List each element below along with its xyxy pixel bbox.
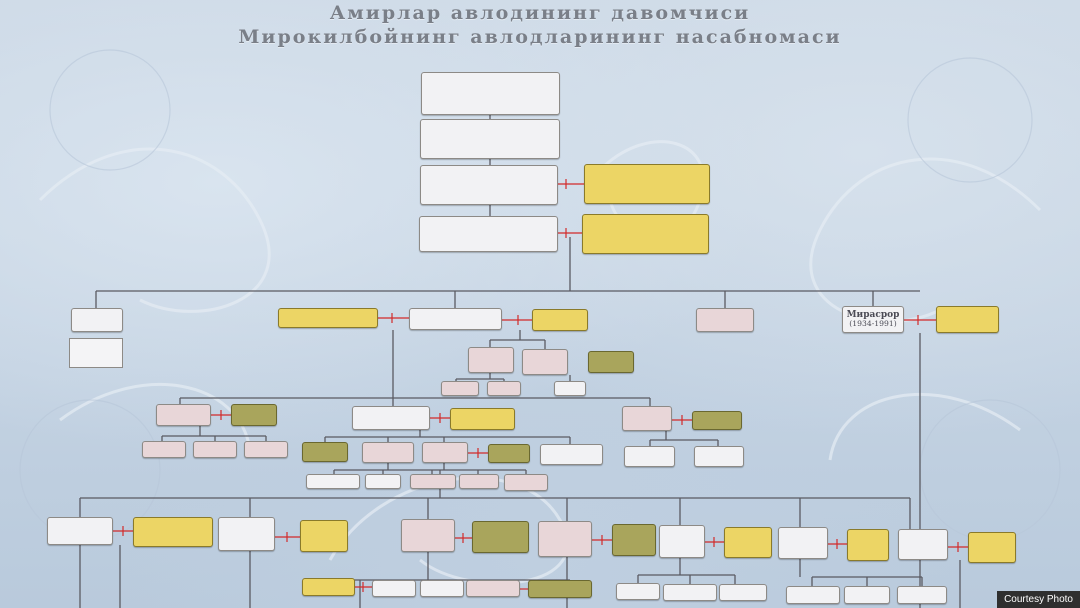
person-box: [622, 406, 672, 431]
person-box: [218, 517, 275, 551]
person-box: [410, 474, 456, 489]
person-box: [778, 527, 828, 559]
person-box: [468, 347, 514, 373]
person-box: [47, 517, 113, 545]
ancestor-box-3: [420, 165, 558, 205]
person-box: [401, 519, 455, 552]
spouse-box: [133, 517, 213, 547]
person-box: [504, 474, 548, 491]
spouse-box: [528, 580, 592, 598]
spouse-box: [302, 442, 348, 462]
person-box: [244, 441, 288, 458]
person-box: [898, 529, 948, 560]
spouse-box: [847, 529, 889, 561]
person-box: [786, 586, 840, 604]
person-box: [897, 586, 947, 604]
spouse-box: [612, 524, 656, 556]
spouse-box: [692, 411, 742, 430]
person-box: [142, 441, 186, 458]
person-box: [522, 349, 568, 375]
spouse-box: [450, 408, 515, 430]
spouse-box: [588, 351, 634, 373]
person-box: [422, 442, 468, 463]
spouse-box: [936, 306, 999, 333]
ancestor-box-1: [421, 72, 560, 115]
person-box: [441, 381, 479, 396]
poster-title-line-2: Мирокилбойнинг авлодларининг насабномаси: [238, 26, 842, 48]
person-box: [306, 474, 360, 489]
person-box: [372, 580, 416, 597]
person-box: [409, 308, 502, 330]
person-box: [663, 584, 717, 601]
person-box: [459, 474, 499, 489]
spouse-box: [231, 404, 277, 426]
person-box: [466, 580, 520, 597]
spouse-box: [724, 527, 772, 558]
person-box: [352, 406, 430, 430]
person-box: [696, 308, 754, 332]
ancestor-box-4: [419, 216, 558, 252]
person-box: [420, 580, 464, 597]
person-box: [616, 583, 660, 600]
spouse-box: [278, 308, 378, 328]
person-box: [365, 474, 401, 489]
person-box: [624, 446, 675, 467]
person-box: [844, 586, 890, 604]
person-box: [540, 444, 603, 465]
person-box: [538, 521, 592, 557]
person-box: [193, 441, 237, 458]
person-box: [362, 442, 414, 463]
person-box: [554, 381, 586, 396]
note-card: [69, 338, 123, 368]
spouse-box: [300, 520, 348, 552]
spouse-box: [532, 309, 588, 331]
person-box: [719, 584, 767, 601]
spouse-box: [472, 521, 529, 553]
person-box: [659, 525, 705, 558]
poster-title-line-1: Амирлар авлодининг давомчиси: [329, 2, 751, 24]
person-box: [694, 446, 744, 467]
spouse-box: [488, 444, 530, 463]
person-box: [156, 404, 211, 426]
ancestor-box-2: [420, 119, 560, 159]
person-box: [487, 381, 521, 396]
spouse-box: [968, 532, 1016, 563]
ancestor-spouse-box-3: [584, 164, 710, 204]
spouse-box: [302, 578, 355, 596]
person-box: [71, 308, 123, 332]
ancestor-spouse-box-4: [582, 214, 709, 254]
photo-credit: Courtesy Photo: [997, 591, 1080, 608]
person-box-mirasror: Мирасрор(1934-1991): [842, 306, 904, 333]
